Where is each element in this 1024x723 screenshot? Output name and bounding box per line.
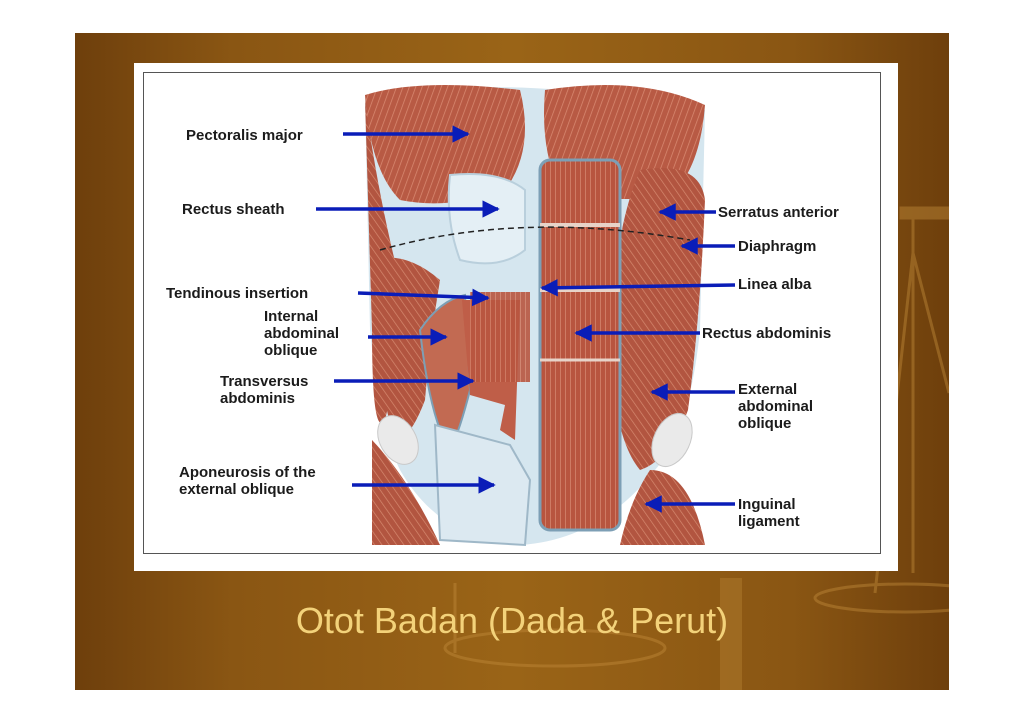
- rectus-sheath-flap: [447, 173, 526, 265]
- label-linea-alba: Linea alba: [738, 276, 812, 293]
- label-rectus-sheath: Rectus sheath: [182, 201, 285, 218]
- arrow-tendinous-insertion: [357, 288, 490, 307]
- label-aponeurosis-external-oblique: Aponeurosis of the external oblique: [179, 464, 316, 498]
- label-inguinal-ligament: Inguinal ligament: [738, 496, 800, 530]
- label-rectus-abdominis: Rectus abdominis: [702, 325, 832, 342]
- label-pectoralis-major: Pectoralis major: [186, 127, 303, 144]
- slide-title: Otot Badan (Dada & Perut): [295, 600, 729, 641]
- label-diaphragm: Diaphragm: [738, 238, 817, 255]
- label-tendinous-insertion: Tendinous insertion: [166, 285, 309, 302]
- label-transversus-abdominis: Transversus abdominis: [220, 373, 309, 407]
- external-oblique-left: [372, 257, 440, 440]
- rectus-abdominis-left: [470, 292, 530, 382]
- label-external-abdominal-oblique: External abdominal oblique: [738, 381, 814, 432]
- label-internal-abdominal-oblique: Internal abdominal oblique: [264, 308, 340, 359]
- figure-frame: [143, 72, 881, 554]
- pectoralis-major-left: [365, 85, 525, 204]
- label-serratus-anterior: Serratus anterior: [718, 204, 839, 221]
- rectus-abdominis: [538, 158, 622, 532]
- arrow-linea-alba: [540, 279, 736, 297]
